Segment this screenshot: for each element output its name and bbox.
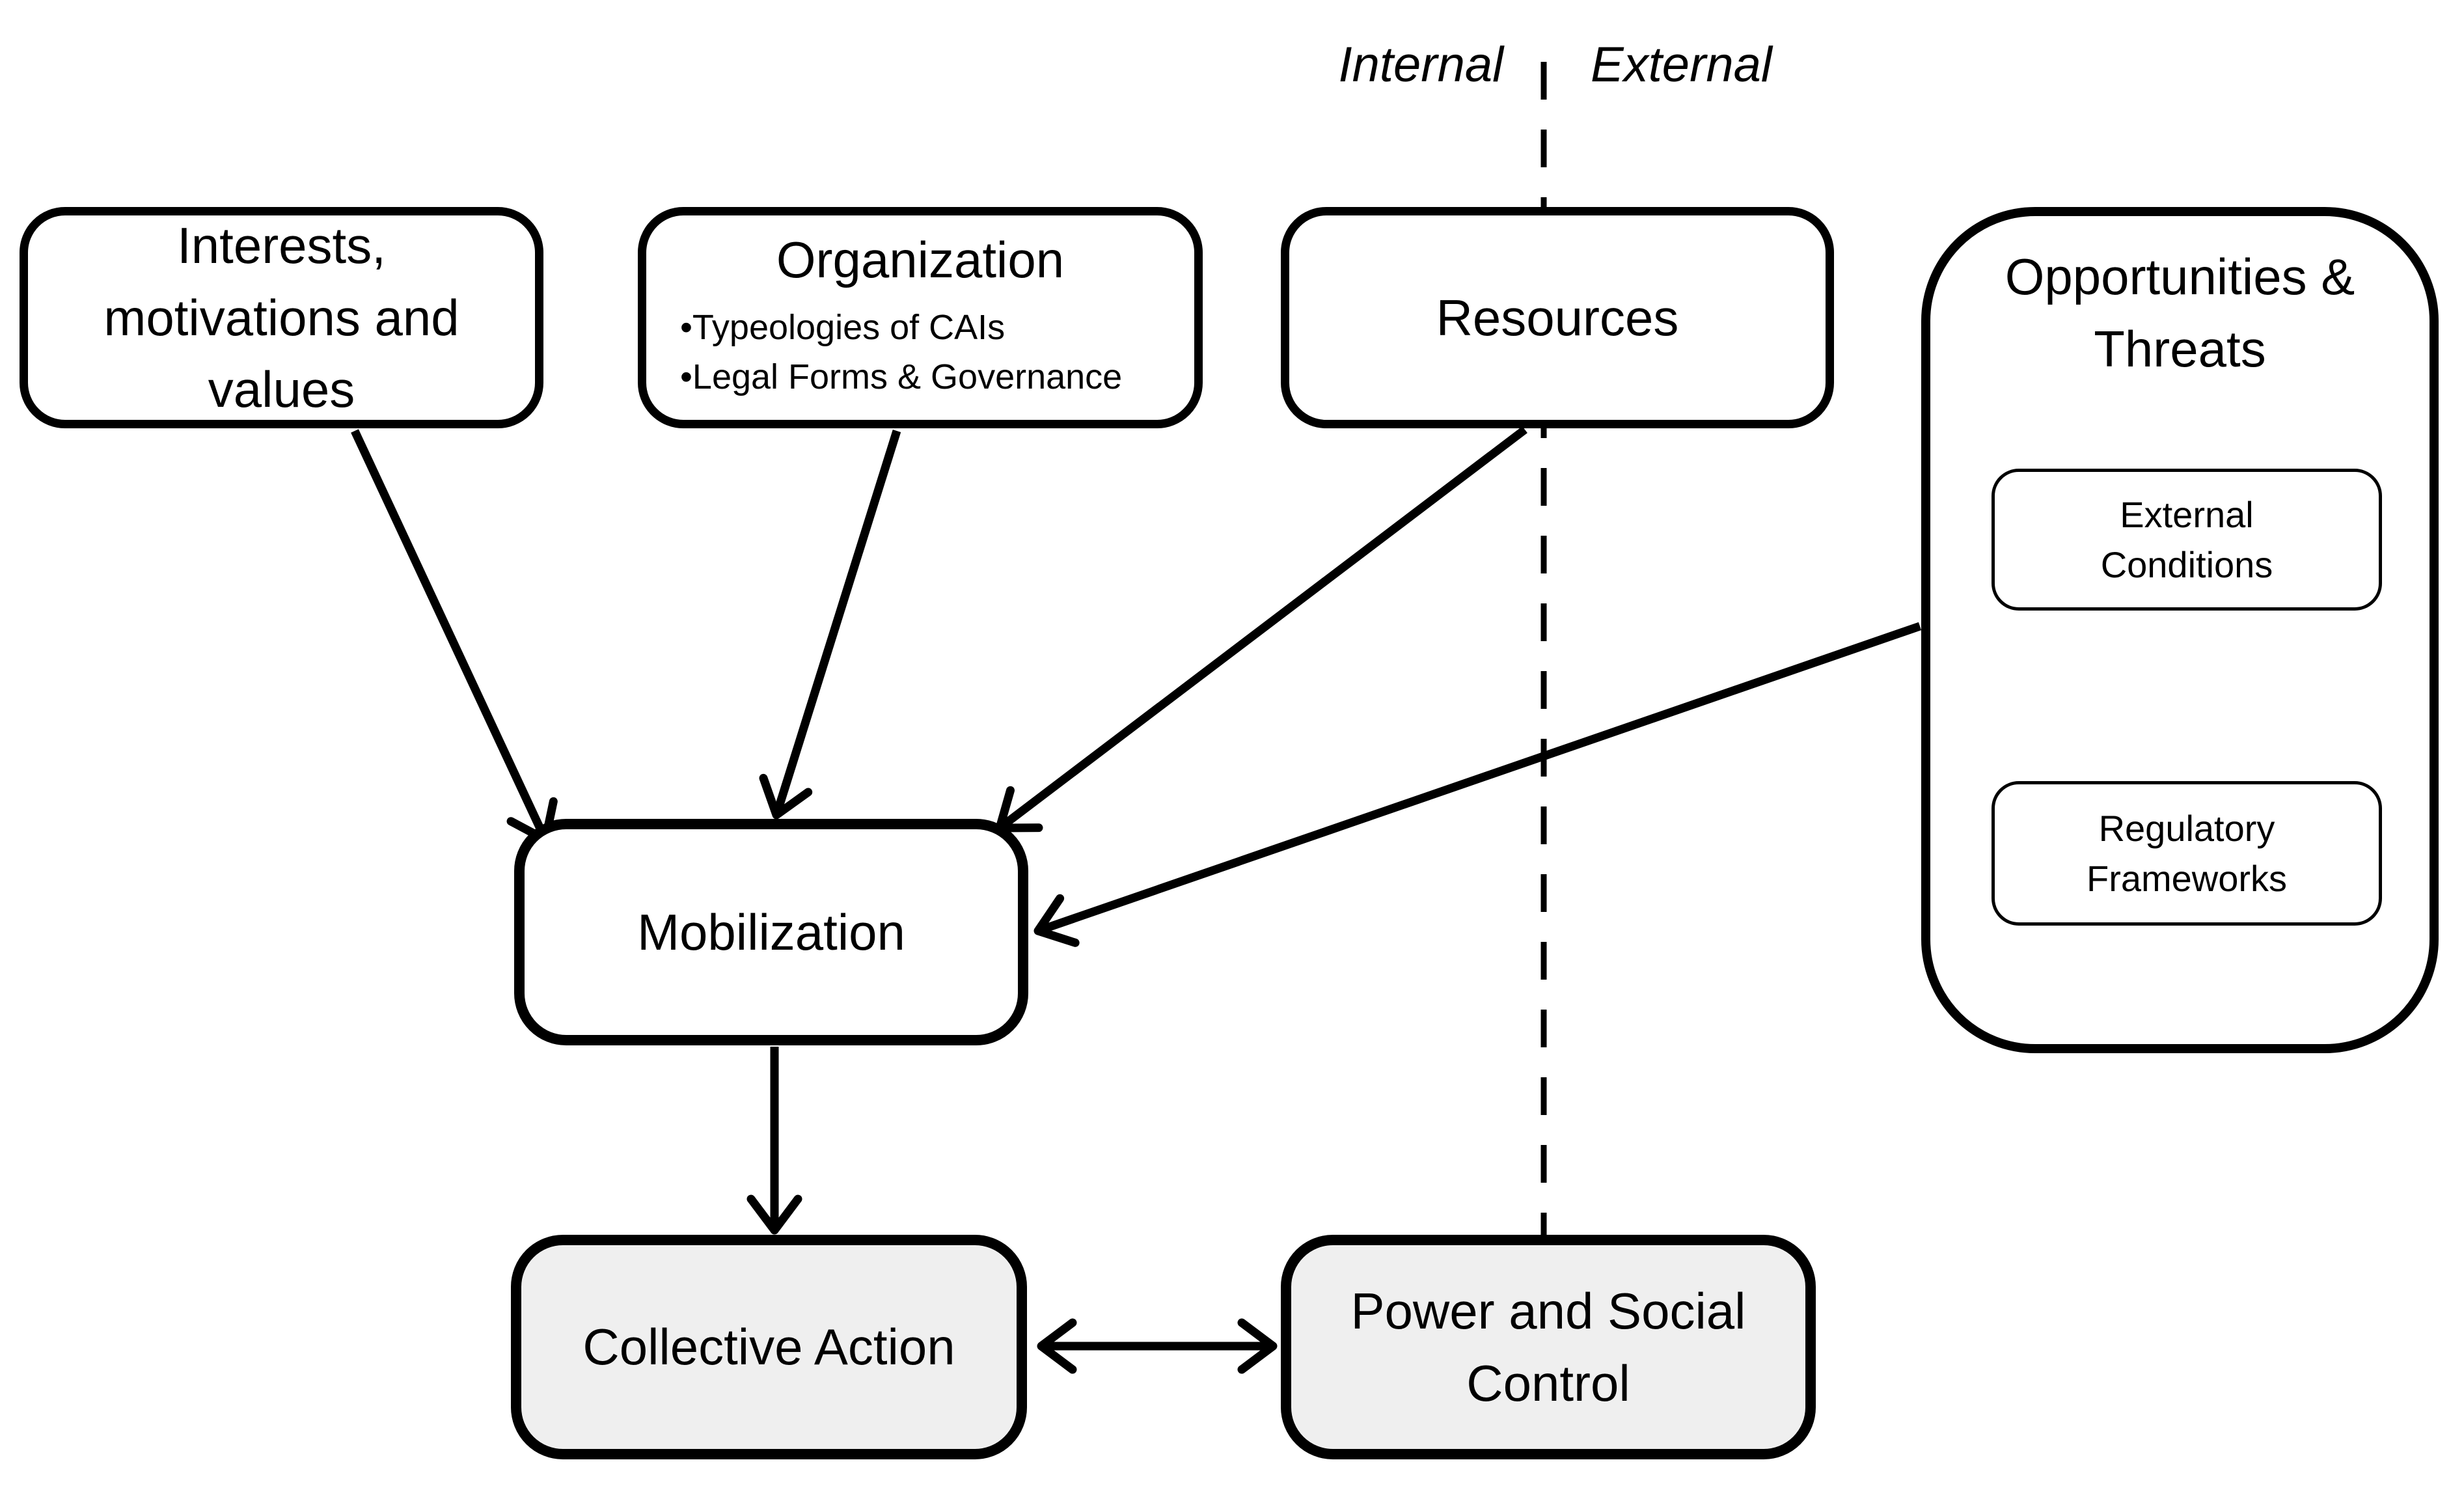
organization-bullet-legal-forms: •Legal Forms & Governance (680, 357, 1123, 396)
organization-bullet-list: •Typeologies of CAIs •Legal Forms & Gove… (646, 303, 1122, 402)
resources-box: Resources (1281, 207, 1834, 428)
arrow-resources-to-mobilization (995, 426, 1527, 833)
organization-bullet-typologies: •Typeologies of CAIs (680, 308, 1006, 348)
resources-label: Resources (1436, 288, 1679, 346)
interests-motivations-values-label: Interests, motivations and values (103, 216, 459, 419)
internal-label-text: Internal (1338, 36, 1504, 92)
regulatory-frameworks-label: Regulatory Frameworks (2086, 807, 2288, 899)
arrow-organization-to-mobilization (759, 430, 901, 820)
organization-box: Organization •Typeologies of CAIs •Legal… (638, 207, 1203, 428)
external-conditions-box: External Conditions (1992, 469, 2382, 611)
opportunities-threats-box: Opportunities & Threats (1921, 207, 2439, 1053)
interests-motivations-values-box: Interests, motivations and values (20, 207, 543, 428)
collective-action-box: Collective Action (511, 1235, 1027, 1459)
external-label-text: External (1591, 36, 1772, 92)
power-social-control-label: Power and Social Control (1350, 1282, 1746, 1412)
mobilization-box: Mobilization (514, 819, 1028, 1045)
regulatory-frameworks-box: Regulatory Frameworks (1992, 781, 2382, 926)
external-zone-label: External (1591, 29, 1870, 100)
power-social-control-box: Power and Social Control (1281, 1235, 1816, 1459)
internal-zone-label: Internal (1224, 29, 1504, 100)
external-conditions-label: External Conditions (2100, 493, 2273, 585)
collective-action-label: Collective Action (582, 1318, 955, 1376)
mobilization-label: Mobilization (637, 903, 905, 961)
arrow-opportunities-to-mobilization (1034, 622, 1922, 947)
opportunities-threats-title: Opportunities & Threats (2005, 248, 2355, 378)
arrow-interests-to-mobilization (351, 429, 558, 844)
organization-title: Organization (776, 231, 1065, 288)
